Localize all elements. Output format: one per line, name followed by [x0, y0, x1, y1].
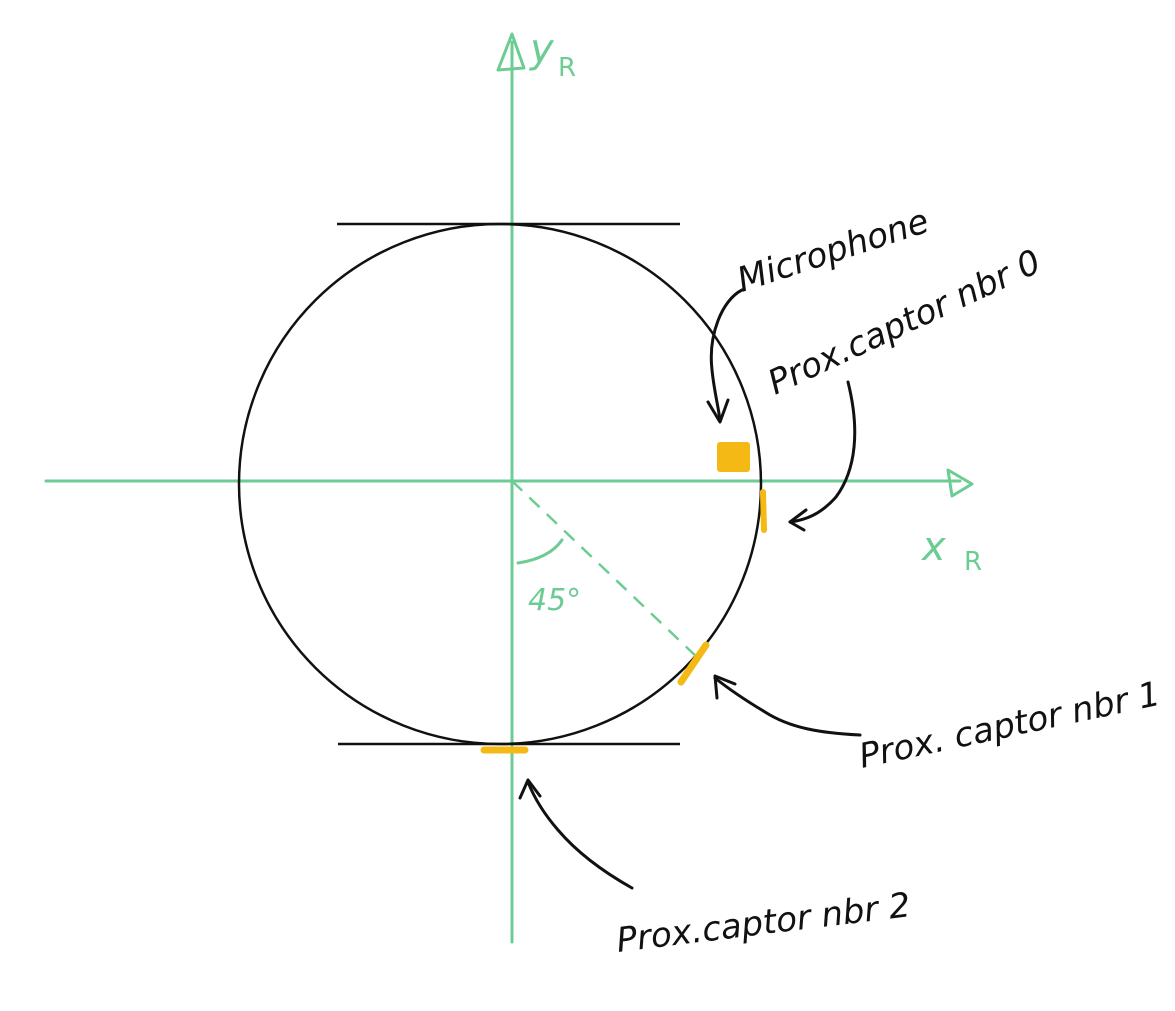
- prox-sensor-1: [677, 641, 710, 686]
- prox2-label: Prox.captor nbr 2: [614, 885, 912, 961]
- callout-arrows: [518, 288, 862, 890]
- prox0-arrowhead-icon: [788, 508, 808, 532]
- angle-label: 45°: [528, 583, 581, 618]
- axis-labels: y R x R: [529, 26, 982, 577]
- prox-sensor-0: [760, 489, 767, 533]
- sensors: [480, 442, 767, 754]
- prox1-arrowhead-icon: [713, 674, 737, 700]
- microphone-sensor: [717, 442, 750, 472]
- prox2-pointer-icon: [526, 780, 634, 890]
- robot-body: [237, 222, 763, 746]
- angle-arc: [516, 538, 564, 565]
- microphone-label: Microphone: [732, 201, 933, 300]
- prox0-pointer-icon: [788, 380, 857, 524]
- y-axis-subscript: R: [558, 53, 576, 83]
- prox1-label: Prox. captor nbr 1: [856, 674, 1164, 777]
- coordinate-axes: [44, 32, 974, 944]
- microphone-pointer-icon: [709, 288, 744, 422]
- robot-circle: [237, 222, 763, 746]
- x-axis-subscript: R: [964, 547, 982, 577]
- angle-dashed-line: [511, 480, 701, 661]
- y-axis-label: y: [529, 26, 555, 72]
- x-axis-arrow-icon: [946, 468, 974, 498]
- callout-labels: Microphone Prox.captor nbr 0 Prox. capto…: [614, 201, 1164, 961]
- x-axis-label: x: [920, 524, 946, 570]
- prox1-pointer-icon: [713, 676, 862, 737]
- y-axis-arrow-icon: [496, 32, 526, 72]
- angle-reference: 45°: [511, 480, 701, 661]
- prox2-arrowhead-icon: [518, 778, 542, 800]
- microphone-arrowhead-icon: [706, 398, 730, 424]
